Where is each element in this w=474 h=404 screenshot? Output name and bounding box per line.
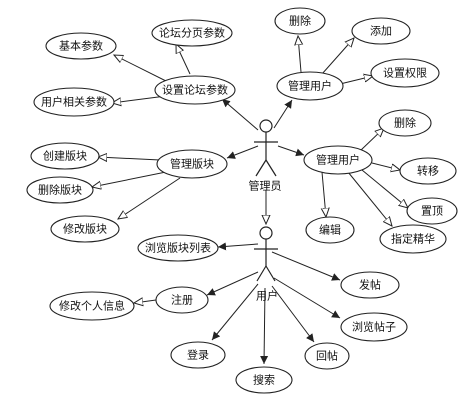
edge-admin-to-manage-users [277, 145, 305, 157]
use-case-label: 浏览版块列表 [145, 241, 211, 255]
use-case-label: 转移 [417, 164, 439, 178]
admin-left-leg [255, 159, 267, 177]
use-case-modify-board: 修改版块 [50, 215, 120, 243]
use-case-label: 设置权限 [383, 67, 427, 80]
use-case-label: 注册 [171, 293, 193, 307]
use-case-create-board: 创建版块 [30, 142, 100, 170]
use-case-mark-featured: 指定精华 [379, 224, 447, 254]
edge-admin-to-manage-users-top [273, 99, 293, 129]
use-case-label: 发帖 [359, 278, 381, 292]
use-case-set-permissions: 设置权限 [370, 58, 440, 88]
use-case-manage-users: 管理用户 [303, 145, 373, 175]
use-case-label: 创建版块 [43, 149, 87, 163]
edge-manage-users-to-edit [322, 171, 326, 217]
use-case-edit: 编辑 [305, 216, 355, 244]
edge-admin-to-manage-boards [226, 145, 259, 159]
edge-user-to-login [211, 283, 259, 341]
use-case-label: 添加 [370, 24, 392, 38]
admin-right-leg [265, 159, 277, 177]
user-left-leg [256, 265, 267, 282]
use-case-label: 论坛分页参数 [159, 26, 225, 40]
use-case-browse-board-list: 浏览版块列表 [137, 234, 219, 262]
edge-manage-users-to-featured [347, 171, 392, 226]
admin-label: 管理员 [249, 179, 282, 193]
edge-manage-boards-to-delete [92, 171, 167, 187]
use-case-label: 管理用户 [288, 79, 332, 93]
use-case-label: 搜索 [253, 373, 275, 387]
edge-user-to-post [271, 251, 341, 281]
use-case-move: 转移 [399, 157, 457, 185]
use-case-post: 发帖 [340, 271, 400, 299]
use-case-search: 搜索 [235, 366, 293, 394]
admin-actor [254, 119, 278, 177]
use-case-basic-params: 基本参数 [45, 32, 117, 60]
use-case-modify-personal-info: 修改个人信息 [49, 291, 135, 321]
user-actor [254, 226, 278, 282]
use-case-label: 浏览帖子 [352, 320, 396, 334]
edge-user-to-browse-board-list [217, 242, 259, 251]
use-case-label: 删除 [394, 116, 416, 130]
use-case-register: 注册 [155, 286, 209, 314]
edge-user-to-register [206, 271, 259, 296]
edge-set-params-to-basic-params [114, 55, 169, 83]
user-label: 用户 [256, 289, 278, 303]
edge-manage-users-top-to-permissions [339, 76, 373, 85]
use-case-label: 置顶 [421, 205, 443, 218]
use-case-label: 修改版块 [63, 222, 107, 236]
edge-user-to-search [260, 287, 269, 365]
use-case-label: 删除 [289, 14, 311, 28]
edge-manage-users-to-delete [359, 128, 384, 152]
use-case-manage-users-top: 管理用户 [276, 71, 344, 101]
use-case-label: 修改个人信息 [59, 299, 125, 313]
use-case-add: 添加 [351, 17, 411, 45]
admin-head [259, 119, 273, 133]
edge-user-to-browse-posts [273, 277, 341, 319]
use-case-browse-posts: 浏览帖子 [340, 312, 408, 342]
use-case-label: 基本参数 [59, 39, 103, 53]
use-case-delete: 删除 [378, 109, 432, 137]
edge-manage-boards-to-modify [118, 177, 181, 219]
edge-manage-users-to-move [371, 162, 400, 170]
use-case-label: 管理版块 [170, 157, 214, 171]
use-case-label: 回帖 [316, 350, 338, 363]
use-case-login: 登录 [170, 341, 226, 369]
use-case-label: 删除版块 [38, 183, 82, 197]
edge-manage-users-top-to-delete [298, 36, 301, 73]
edge-admin-to-set-params [221, 98, 259, 131]
use-case-label: 设置论坛参数 [162, 83, 228, 97]
use-case-label: 管理用户 [316, 153, 360, 167]
edges [92, 36, 408, 365]
edge-register-to-modify-info [134, 300, 157, 303]
use-case-pin: 置顶 [406, 197, 458, 225]
user-right-leg [265, 265, 276, 282]
edge-manage-users-to-pin [361, 169, 408, 208]
use-case-delete-top: 删除 [274, 7, 326, 35]
edge-set-params-to-user-params [112, 95, 167, 103]
use-case-forum-page-params: 论坛分页参数 [151, 19, 233, 47]
user-head [259, 226, 273, 240]
use-case-manage-boards: 管理版块 [156, 149, 228, 179]
edge-manage-users-top-to-add [321, 38, 354, 75]
edge-manage-boards-to-create [98, 157, 161, 160]
edge-set-params-to-page-params [176, 44, 191, 75]
edge-user-to-reply [271, 285, 315, 343]
use-case-delete-board: 删除版块 [26, 176, 94, 204]
use-case-label: 用户相关参数 [41, 95, 107, 109]
use-case-reply: 回帖 [304, 342, 350, 370]
use-case-label: 登录 [187, 348, 209, 362]
use-case-user-related-params: 用户相关参数 [33, 87, 115, 117]
use-case-label: 指定精华 [391, 232, 435, 246]
use-case-label: 编辑 [319, 223, 341, 237]
use-case-set-forum-params: 设置论坛参数 [154, 75, 236, 105]
